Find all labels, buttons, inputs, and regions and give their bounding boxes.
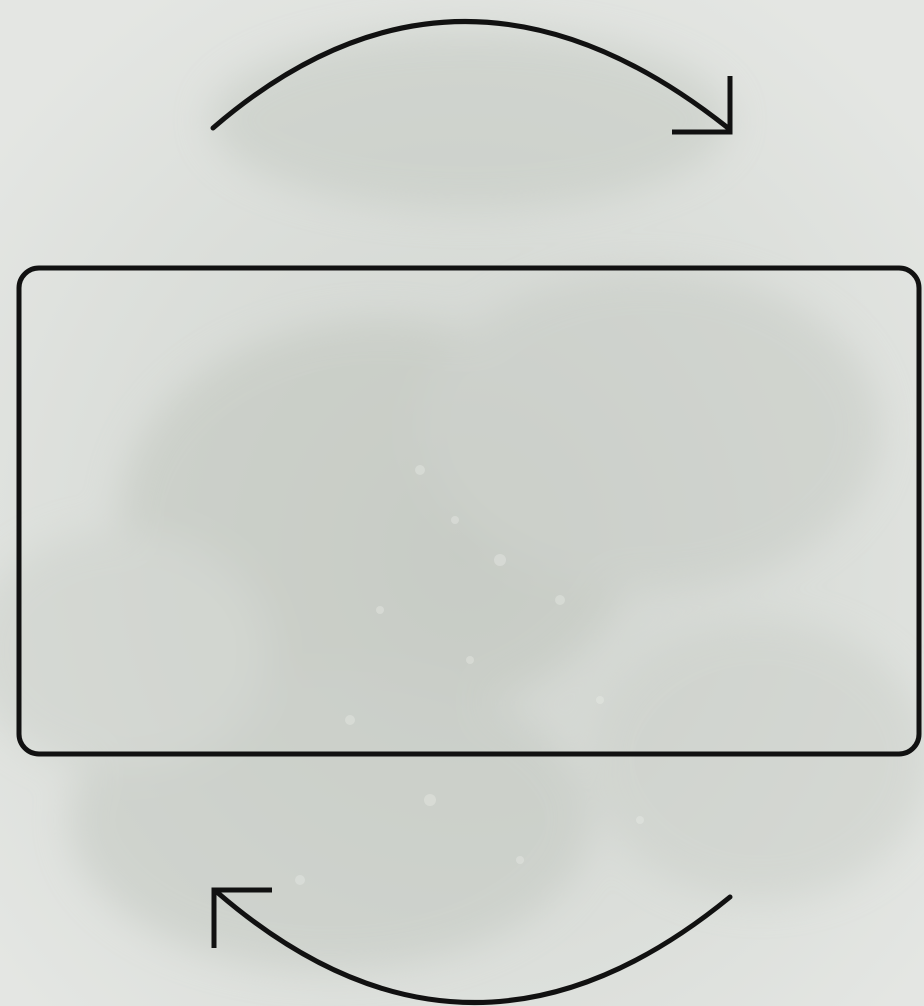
- top-arrow-arc: [213, 22, 728, 129]
- bottom-curved-arrow-icon: [214, 890, 730, 1003]
- center-box: [19, 268, 919, 754]
- bottom-arrow-arc: [218, 893, 730, 1003]
- top-curved-arrow-icon: [213, 22, 730, 133]
